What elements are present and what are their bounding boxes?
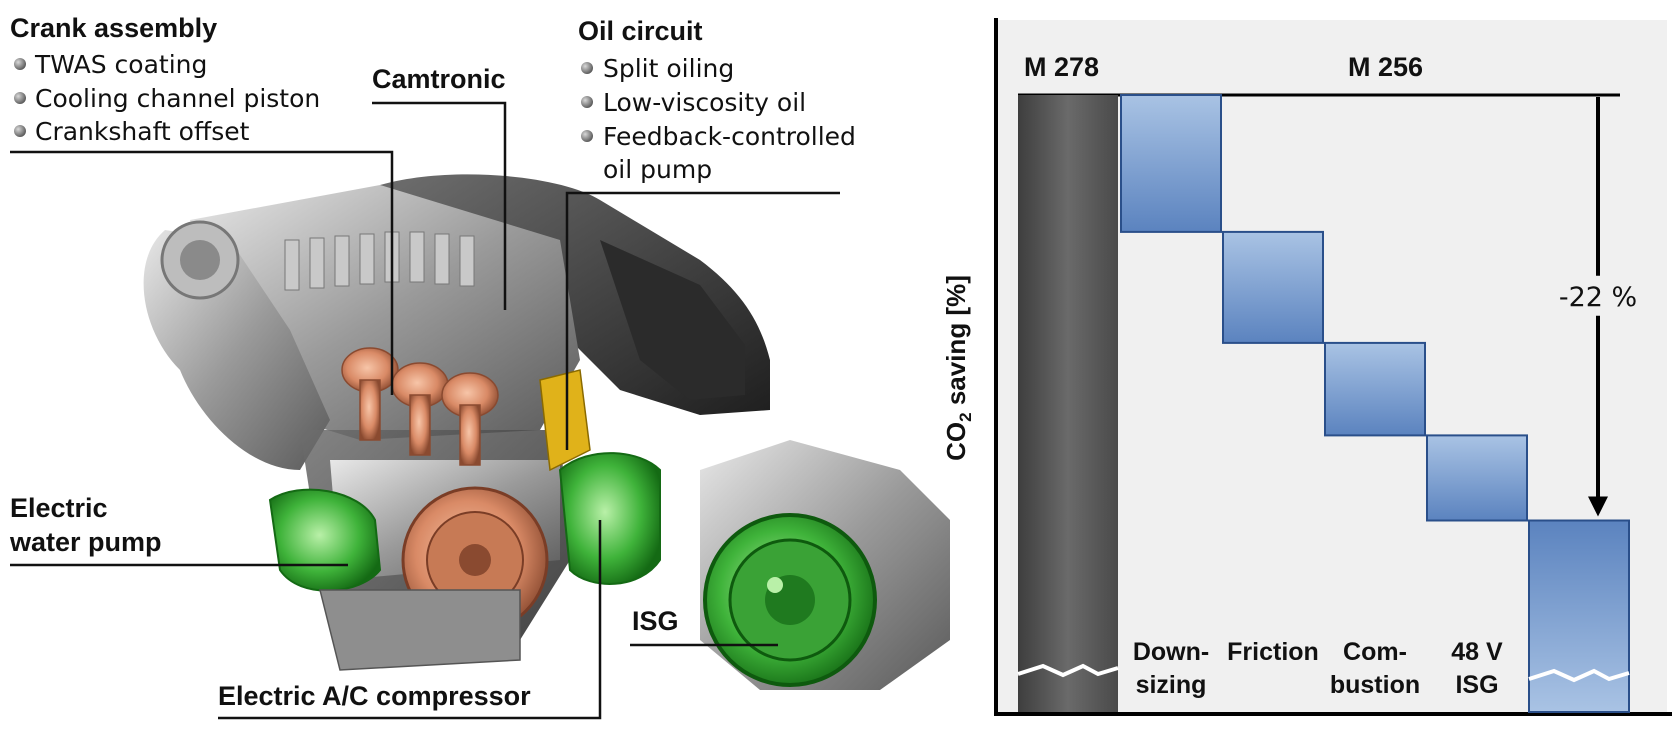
oil-item: Split oiling (603, 54, 734, 83)
y-axis-label: CO2 saving [%] (941, 275, 975, 461)
y-label-sub: 2 (956, 412, 975, 421)
water-pump-label: Electric (10, 493, 108, 523)
oil-item: Low-viscosity oil (603, 88, 806, 117)
callout-lines (10, 101, 840, 720)
category-label: ISG (1455, 671, 1498, 699)
crank-assembly-list: TWAS coating Cooling channel piston Cran… (14, 50, 320, 146)
bar-step (1324, 341, 1426, 437)
bullet-icon (14, 125, 26, 137)
isg-label: ISG (632, 606, 679, 636)
co2-waterfall-chart: CO2 saving [%] M 278 M 256 Down-sizing Fr… (941, 18, 1672, 716)
total-reduction-label: -22 % (1559, 282, 1637, 313)
total-reduction-label-bg (1553, 275, 1643, 316)
engine-illustration (143, 174, 770, 671)
crank-item: TWAS coating (34, 50, 207, 79)
bar-step (1120, 94, 1222, 233)
category-label: bustion (1330, 671, 1420, 699)
group-label-new: M 256 (1348, 52, 1423, 82)
axis-break-mark (1017, 663, 1119, 678)
oil-item: Feedback-controlled (603, 122, 856, 151)
camtronic-title: Camtronic (372, 64, 506, 94)
crank-item: Cooling channel piston (35, 84, 320, 113)
bar-step (1222, 230, 1324, 344)
category-label: sizing (1136, 671, 1207, 699)
crank-assembly-title: Crank assembly (10, 13, 217, 43)
axis-break-mark (1528, 668, 1630, 683)
category-label: Down- (1133, 638, 1209, 666)
bullet-icon (581, 62, 593, 74)
total-reduction-arrowhead (1588, 496, 1608, 517)
oil-item: oil pump (603, 155, 712, 184)
bar-result (1528, 519, 1630, 713)
category-label: Com- (1343, 638, 1407, 666)
bar-baseline (1018, 95, 1118, 712)
crank-item: Crankshaft offset (35, 117, 250, 146)
y-label-main: CO (941, 422, 971, 461)
bullet-icon (581, 96, 593, 108)
bar-step (1426, 434, 1528, 522)
water-pump-label: water pump (9, 527, 162, 557)
bullet-icon (581, 130, 593, 142)
group-label-baseline: M 278 (1024, 52, 1099, 82)
bullet-icon (14, 92, 26, 104)
bullet-icon (14, 58, 26, 70)
ac-compressor-label: Electric A/C compressor (218, 681, 531, 711)
category-label: Friction (1227, 638, 1319, 666)
category-label: 48 V (1451, 638, 1503, 666)
y-label-rest: saving [%] (941, 275, 971, 412)
isg-unit-illustration (700, 440, 950, 690)
oil-circuit-list: Split oiling Low-viscosity oil Feedback-… (581, 54, 856, 184)
oil-circuit-title: Oil circuit (578, 16, 703, 46)
